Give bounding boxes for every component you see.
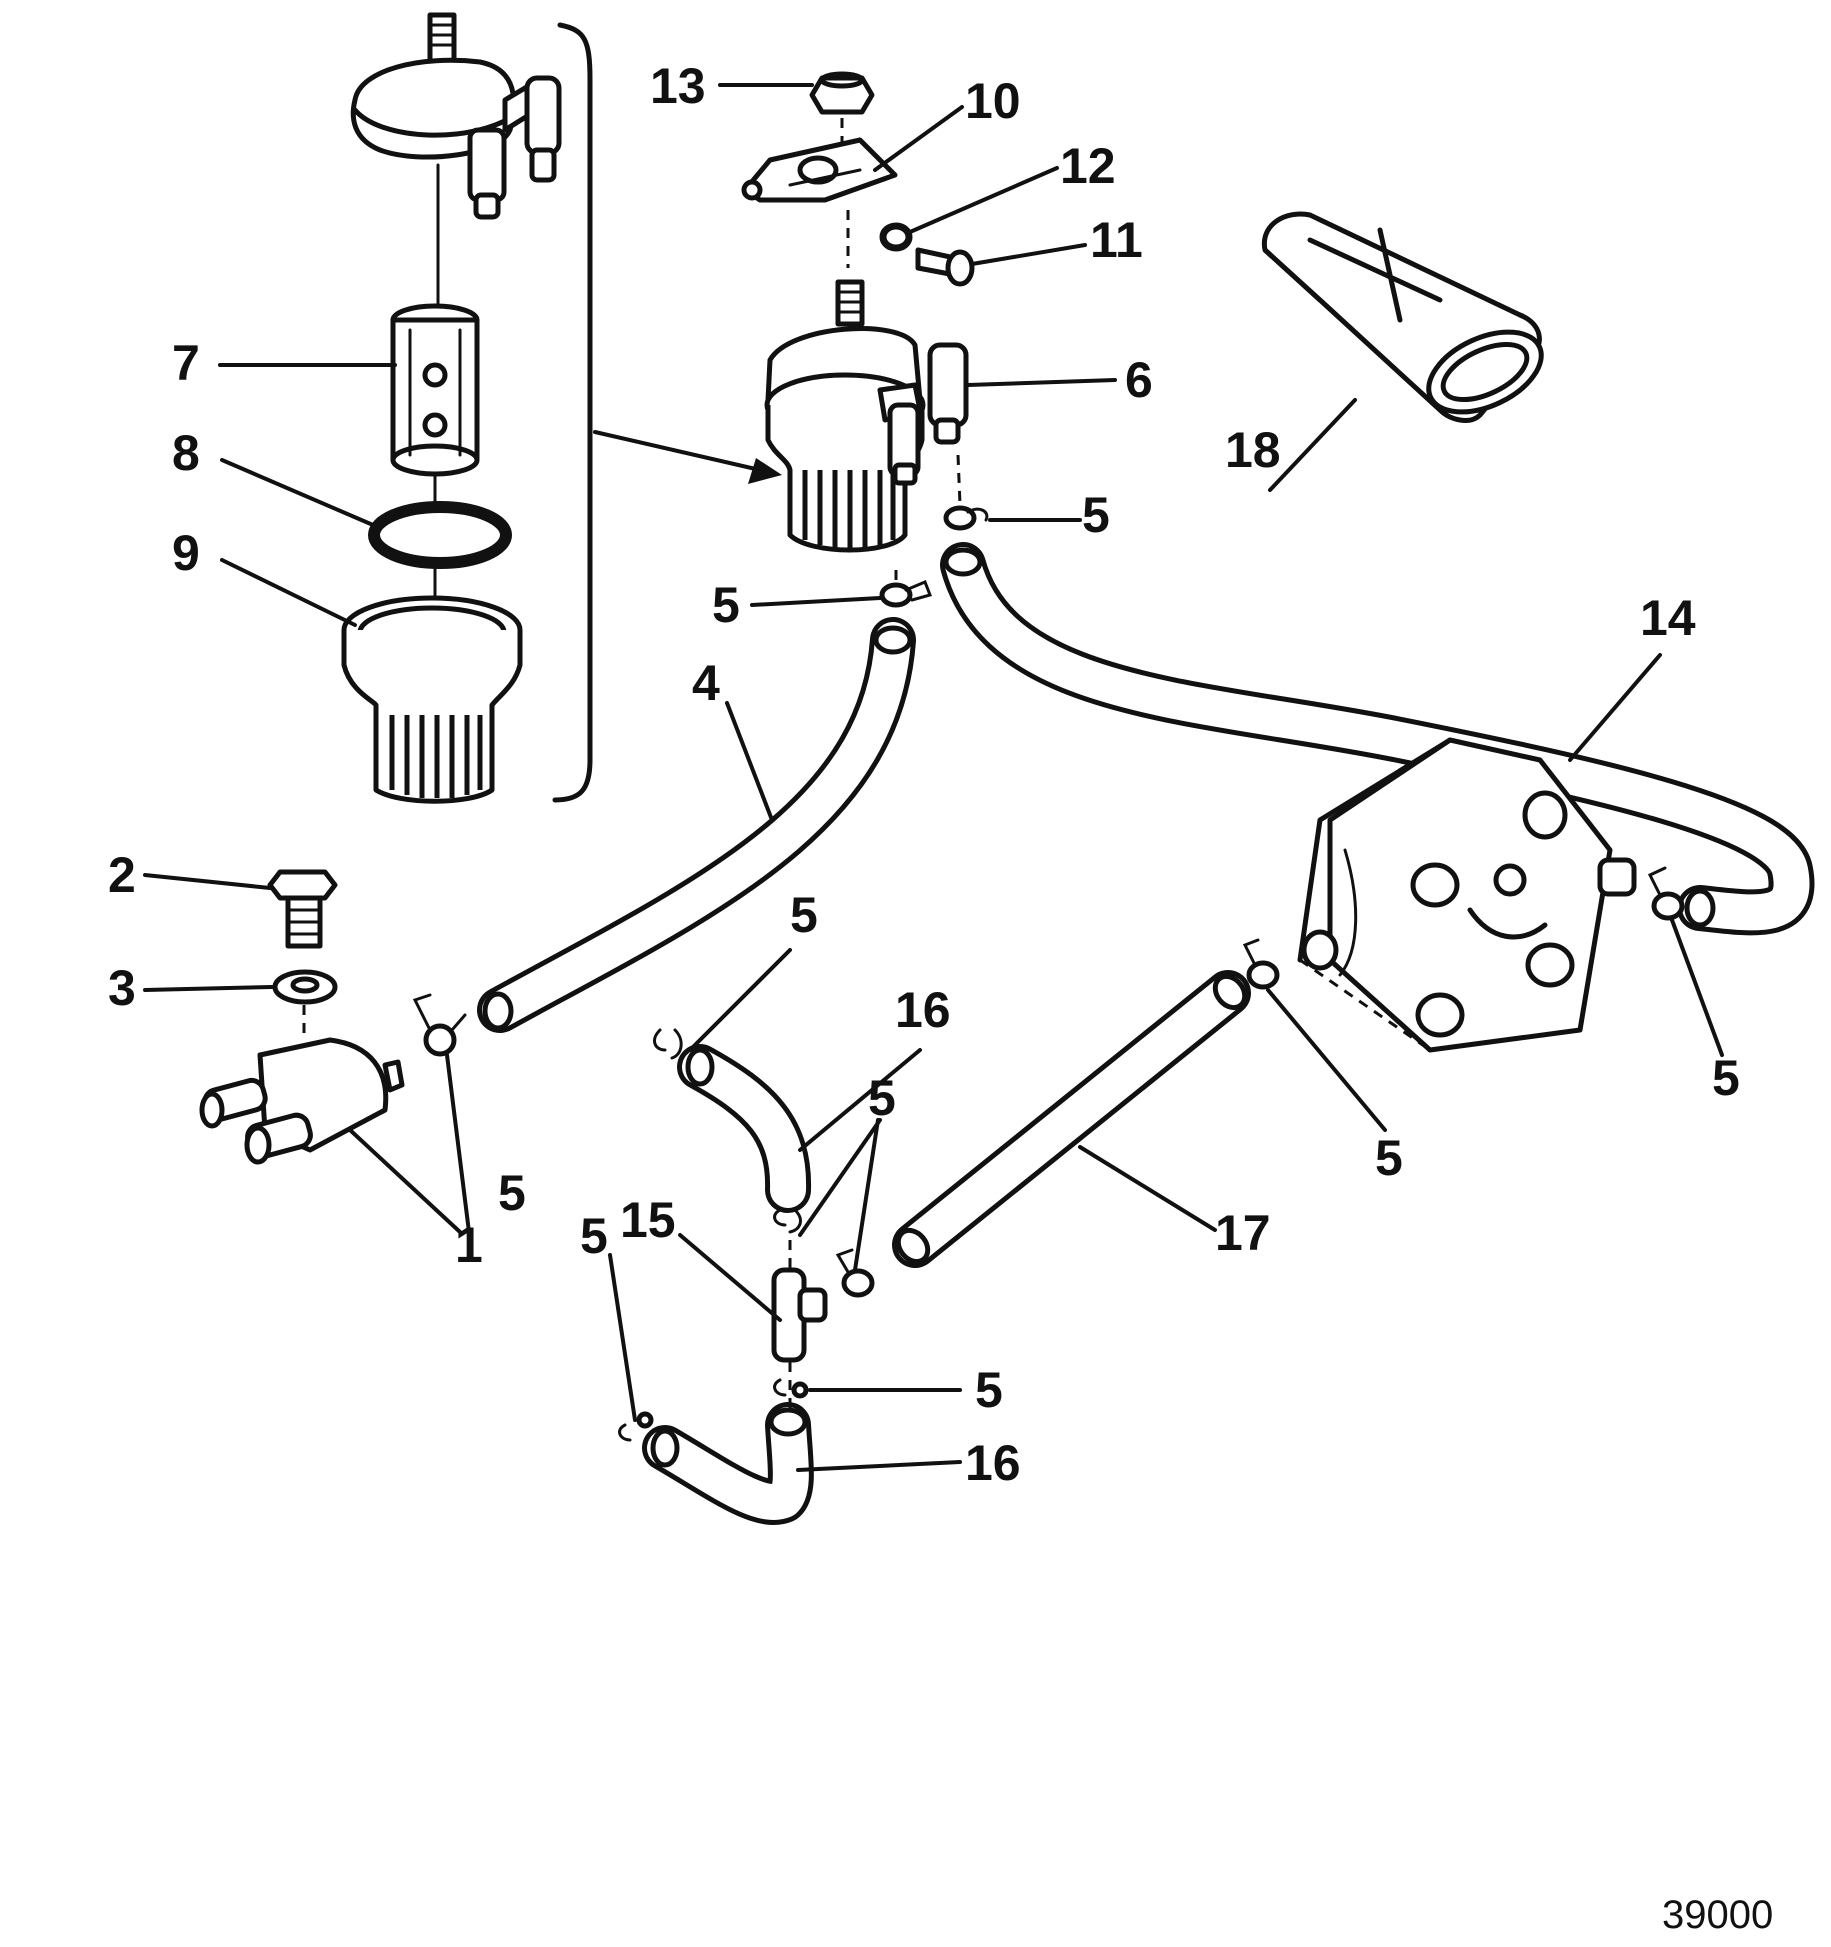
callout-6: 6 xyxy=(1125,352,1153,408)
callout-5-upper-16: 5 xyxy=(790,887,818,943)
callout-10: 10 xyxy=(965,73,1021,129)
callout-5-pump-left: 5 xyxy=(1375,1130,1403,1186)
hose-clamp-5-tee-side xyxy=(835,1248,875,1298)
screw-11 xyxy=(915,247,975,287)
nut-13 xyxy=(809,71,875,115)
callout-2: 2 xyxy=(108,847,136,903)
hose-clamp-5-pump-right xyxy=(1647,866,1685,921)
callout-5-lower-16: 5 xyxy=(580,1208,608,1264)
fuel-pump xyxy=(1297,737,1637,1053)
callout-4: 4 xyxy=(692,655,720,711)
hose-16-lower xyxy=(642,1402,814,1525)
callout-labels: 13 10 12 11 6 5 18 7 8 9 5 14 4 2 3 5 16… xyxy=(108,58,1740,1491)
callout-11: 11 xyxy=(1090,212,1143,268)
hose-clamp-5-tank-connector xyxy=(412,993,467,1057)
lockwasher-12 xyxy=(879,222,913,252)
hose-4 xyxy=(477,617,916,1033)
hose-17 xyxy=(892,970,1251,1268)
filter-element-7 xyxy=(390,303,480,477)
callout-9: 9 xyxy=(172,525,200,581)
callout-12: 12 xyxy=(1060,138,1116,194)
hose-clamp-5-tee-upper xyxy=(773,1208,802,1234)
fuel-connector-1 xyxy=(199,1037,405,1165)
leader-lines xyxy=(143,83,1724,1472)
callout-16-upper: 16 xyxy=(895,982,951,1038)
callout-15: 15 xyxy=(620,1192,676,1248)
callout-8: 8 xyxy=(172,425,200,481)
screw-2 xyxy=(267,869,338,949)
callout-5-filter-inlet: 5 xyxy=(712,577,740,633)
sleeve-18 xyxy=(1261,211,1544,423)
group-bracket xyxy=(552,22,782,803)
callout-5-pump-right: 5 xyxy=(1712,1050,1740,1106)
fuel-filter-assembly-6 xyxy=(764,279,969,553)
hose-clamp-5-tee-lower xyxy=(773,1378,809,1399)
callout-5-tee: 5 xyxy=(868,1070,896,1126)
hose-16-upper xyxy=(677,1044,812,1213)
filter-bowl-9 xyxy=(341,595,523,804)
callout-16-lower: 16 xyxy=(965,1435,1021,1491)
callout-3: 3 xyxy=(108,960,136,1016)
callout-7: 7 xyxy=(172,335,200,391)
filter-head-exploded xyxy=(350,12,562,220)
hose-clamp-5-upper-16 xyxy=(653,1028,683,1060)
washer-3 xyxy=(272,969,338,1005)
figure-number: 39000 xyxy=(1662,1893,1773,1937)
hose-clamp-5-filter-inlet xyxy=(879,570,932,608)
hose-clamp-5-filter-outlet xyxy=(943,454,989,531)
callout-5-tee-lower: 5 xyxy=(975,1362,1003,1418)
callout-5-filter-outlet: 5 xyxy=(1082,487,1110,543)
callout-18: 18 xyxy=(1225,422,1281,478)
callout-17: 17 xyxy=(1215,1205,1271,1261)
gasket-8 xyxy=(368,501,512,569)
callout-5-connector: 5 xyxy=(498,1165,526,1221)
hose-clamp-5-pump-left xyxy=(1242,938,1280,990)
callout-14: 14 xyxy=(1640,590,1696,646)
bracket-10 xyxy=(741,137,898,203)
callout-13: 13 xyxy=(650,58,706,114)
callout-1: 1 xyxy=(455,1217,483,1273)
hose-clamp-5-lower-16 xyxy=(618,1411,654,1442)
